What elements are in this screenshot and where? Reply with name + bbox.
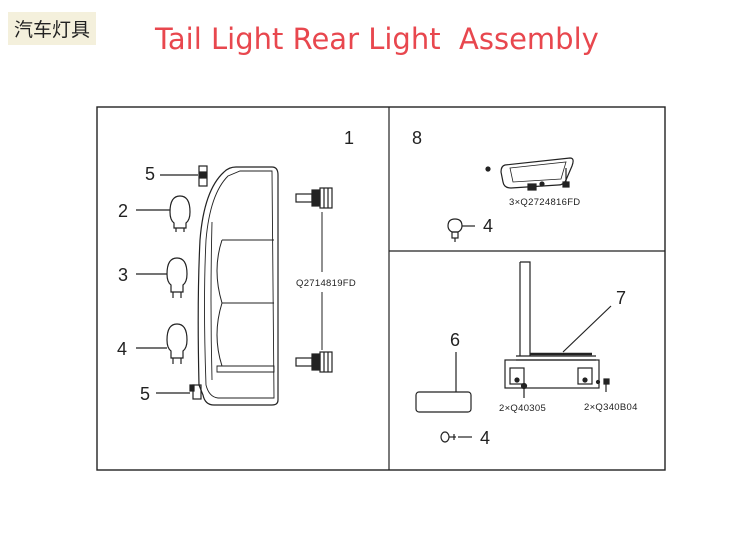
callout-6: 6 <box>450 330 460 350</box>
bulb-3 <box>166 257 188 298</box>
diagram-frame <box>96 106 666 471</box>
bulb-4-top-right <box>447 218 463 242</box>
bulb-2 <box>169 195 191 232</box>
callout-3: 3 <box>118 265 128 285</box>
screw-code-q40305: 2×Q40305 <box>499 403 546 414</box>
callout-5-bottom: 5 <box>140 384 150 404</box>
callout-1: 1 <box>344 128 354 148</box>
category-label: 汽车灯具 <box>8 12 97 45</box>
bulb-socket-top <box>198 165 208 187</box>
callout-4-left: 4 <box>117 339 127 359</box>
reflector-plate <box>415 391 472 413</box>
callout-4-top-right: 4 <box>483 216 493 236</box>
mounting-bracket <box>504 261 600 389</box>
mounting-bolt-top <box>295 187 333 209</box>
bulb-4 <box>166 323 188 364</box>
callout-5-top: 5 <box>145 164 155 184</box>
bracket-nut <box>595 378 610 392</box>
callout-7: 7 <box>616 288 626 308</box>
bulb-socket-bottom <box>189 384 202 400</box>
nut-code-q340b04: 2×Q340B04 <box>584 402 638 413</box>
bulb-4-bottom-right <box>440 431 456 443</box>
bolt-part-code: Q2714819FD <box>296 278 356 289</box>
callout-4-bottom-right: 4 <box>480 428 490 448</box>
reflector-lamp <box>485 157 574 191</box>
tail-lamp-housing <box>197 166 279 406</box>
page-title: Tail Light Rear Light Assembly <box>155 22 599 56</box>
screw-part-code: 3×Q2724816FD <box>509 197 580 208</box>
callout-2: 2 <box>118 201 128 221</box>
bracket-screw <box>520 382 528 398</box>
mounting-bolt-bottom <box>295 351 333 373</box>
callout-8: 8 <box>412 128 422 148</box>
